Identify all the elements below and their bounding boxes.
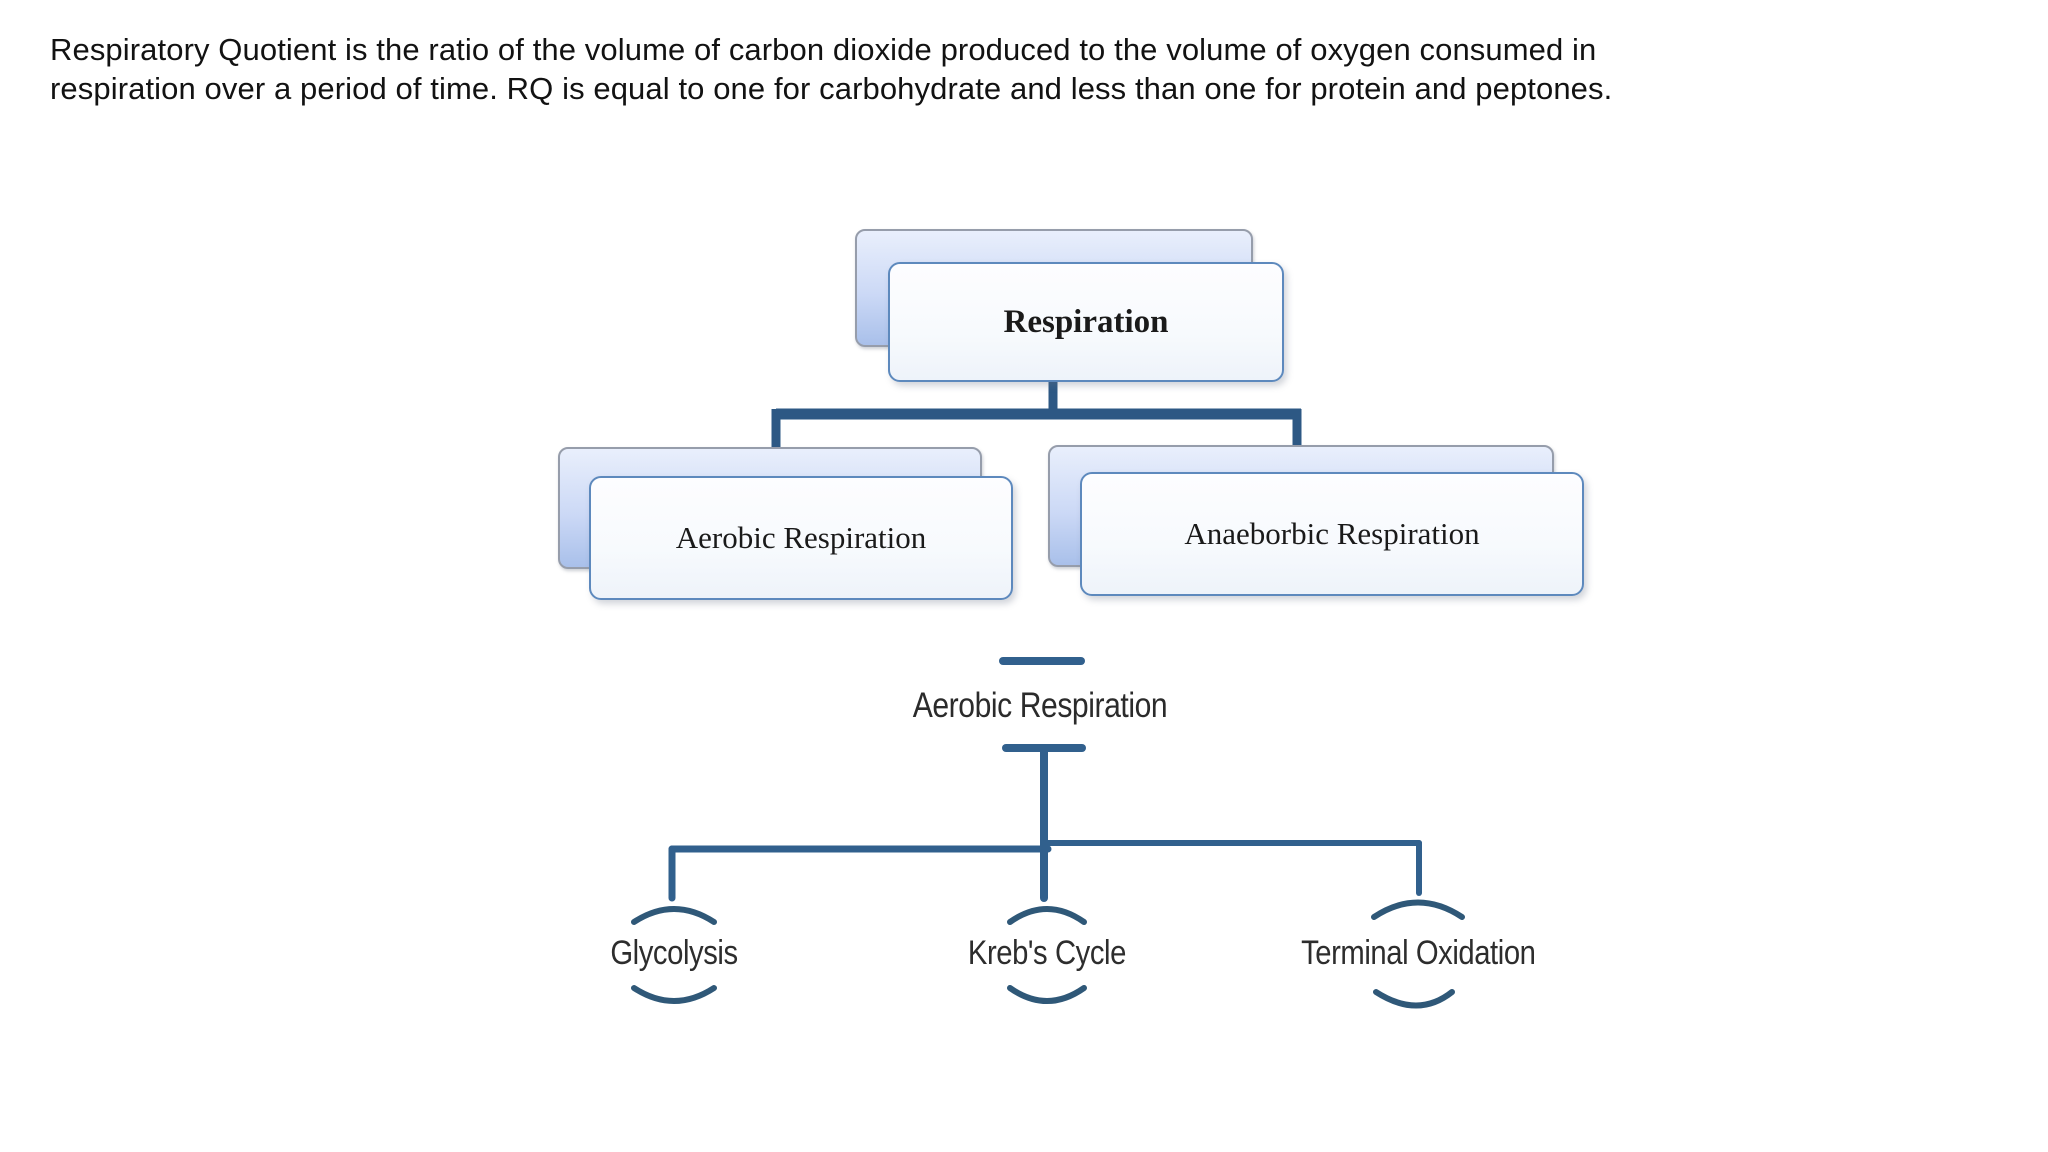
aerobic-respiration-node: Aerobic Respiration bbox=[589, 476, 1013, 600]
root-node-respiration: Respiration bbox=[888, 262, 1284, 382]
intro-line-2: respiration over a period of time. RQ is… bbox=[50, 71, 1613, 106]
krebs-cycle-label: Kreb's Cycle bbox=[967, 934, 1127, 972]
arc-decorations-top bbox=[631, 899, 1465, 925]
terminal-oxidation-label: Terminal Oxidation bbox=[1300, 934, 1536, 972]
root-connector bbox=[771, 376, 1302, 452]
sub-chart-title-label: Aerobic Respiration bbox=[912, 686, 1168, 725]
glycolysis-label: Glycolysis bbox=[610, 934, 738, 972]
root-node-label: Respiration bbox=[1003, 303, 1169, 340]
arc-decorations-bottom bbox=[631, 985, 1455, 1009]
anaeborbic-node-label: Anaeborbic Respiration bbox=[1184, 516, 1480, 551]
intro-paragraph: Respiratory Quotient is the ratio of the… bbox=[50, 30, 1950, 108]
sub-chart-title: Aerobic Respiration bbox=[840, 686, 1240, 726]
aerobic-node-label: Aerobic Respiration bbox=[675, 520, 927, 555]
anaeborbic-respiration-node: Anaeborbic Respiration bbox=[1080, 472, 1584, 596]
intro-line-1: Respiratory Quotient is the ratio of the… bbox=[50, 32, 1597, 67]
